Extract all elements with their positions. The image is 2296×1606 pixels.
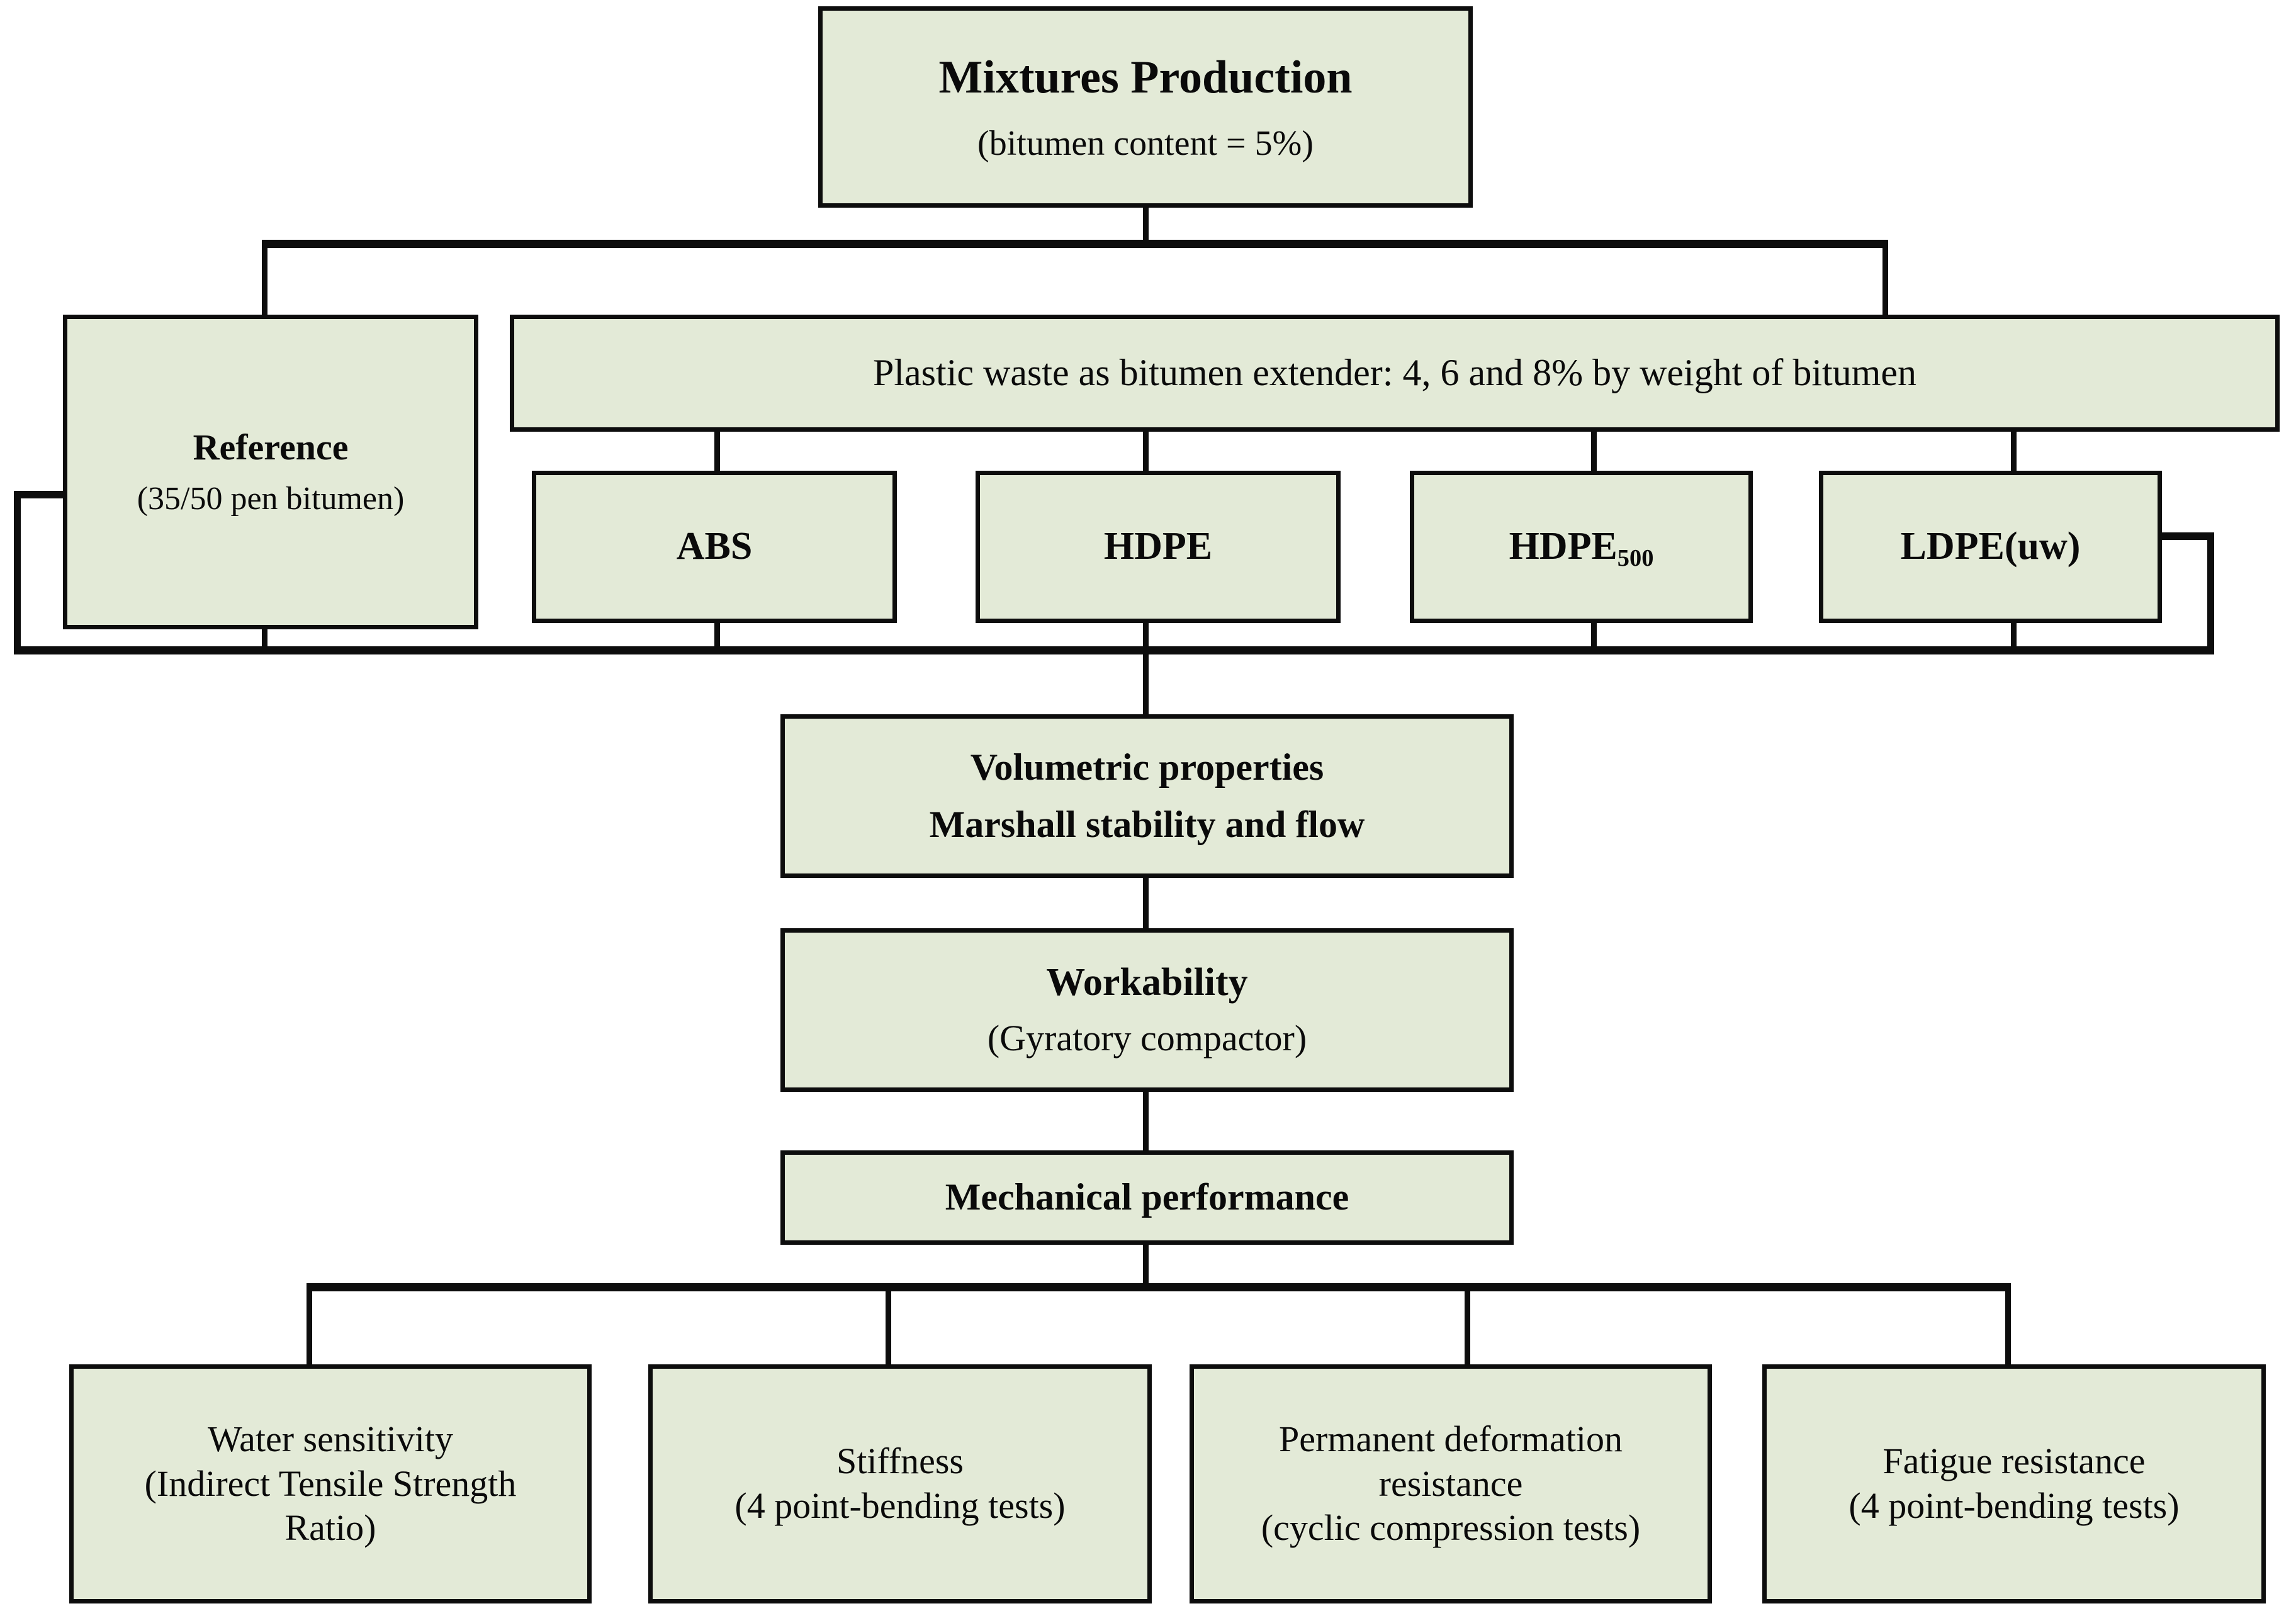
plastic-banner-title: Plastic waste as bitumen extender: 4, 6 …: [873, 352, 1916, 394]
node-test-stiffness[interactable]: Stiffness (4 point-bending tests): [648, 1364, 1152, 1603]
mixtures-production-subtitle: (bitumen content = 5%): [977, 123, 1314, 163]
connector-mechanical-drop: [1143, 1243, 1149, 1287]
node-test-permanent-deformation[interactable]: Permanent deformation resistance (cyclic…: [1190, 1364, 1712, 1603]
connector-collection-bus: [14, 646, 2214, 654]
node-polymer-abs[interactable]: ABS: [532, 471, 897, 623]
water-sensitivity-line-3: Ratio): [284, 1507, 376, 1549]
node-mechanical-performance[interactable]: Mechanical performance: [780, 1150, 1514, 1245]
connector-banner-to-hdpe: [1143, 428, 1149, 472]
fatigue-line-1: Fatigue resistance: [1882, 1440, 2146, 1482]
connector-banner-to-abs: [714, 428, 720, 472]
fatigue-line-2: (4 point-bending tests): [1849, 1485, 2180, 1526]
workability-subtitle: (Gyratory compactor): [987, 1018, 1307, 1059]
connector-hdpe500-stub: [1591, 620, 1597, 653]
reference-subtitle: (35/50 pen bitumen): [137, 480, 405, 517]
stiffness-line-1: Stiffness: [836, 1440, 964, 1482]
node-test-water-sensitivity[interactable]: Water sensitivity (Indirect Tensile Stre…: [69, 1364, 592, 1603]
connector-workability-to-mechanical: [1143, 1090, 1149, 1153]
workability-title: Workability: [1046, 960, 1248, 1004]
polymer-abs-label: ABS: [676, 525, 753, 568]
node-polymer-ldpe-uw[interactable]: LDPE(uw): [1819, 471, 2162, 623]
connector-ldpe-stub: [2011, 620, 2017, 653]
node-test-fatigue-resistance[interactable]: Fatigue resistance (4 point-bending test…: [1762, 1364, 2266, 1603]
connector-fork-to-fatigue: [2005, 1283, 2011, 1366]
connector-fork-to-permanent-deformation: [1465, 1283, 1470, 1366]
connector-production-drop: [1143, 208, 1149, 244]
connector-reference-left-exit: [14, 491, 69, 498]
connector-fork-to-banner: [1882, 240, 1888, 318]
node-plastic-waste-banner[interactable]: Plastic waste as bitumen extender: 4, 6 …: [510, 315, 2280, 432]
connector-right-wrap-vertical: [2207, 532, 2214, 653]
permanent-deformation-line-3: (cyclic compression tests): [1261, 1507, 1641, 1549]
connector-fork-to-stiffness: [886, 1283, 891, 1366]
volumetric-line-1: Volumetric properties: [970, 746, 1324, 788]
node-reference[interactable]: Reference (35/50 pen bitumen): [63, 315, 478, 629]
connector-reference-stub: [262, 626, 267, 653]
connector-volumetric-to-workability: [1143, 876, 1149, 933]
node-polymer-hdpe500[interactable]: HDPE500: [1410, 471, 1753, 623]
reference-title: Reference: [193, 426, 349, 468]
connector-abs-stub: [714, 620, 720, 653]
connector-banner-to-ldpe: [2011, 428, 2017, 472]
permanent-deformation-line-2: resistance: [1378, 1463, 1523, 1504]
mechanical-title: Mechanical performance: [945, 1176, 1349, 1218]
connector-banner-to-hdpe500: [1591, 428, 1597, 472]
node-workability[interactable]: Workability (Gyratory compactor): [780, 928, 1514, 1092]
connector-top-fork-bar: [262, 240, 1888, 248]
water-sensitivity-line-1: Water sensitivity: [208, 1418, 453, 1459]
connector-fork-to-water-sensitivity: [307, 1283, 312, 1366]
connector-left-wrap-vertical: [14, 491, 21, 653]
connector-bus-to-volumetric: [1143, 646, 1149, 717]
connector-hdpe-stub: [1143, 620, 1149, 653]
polymer-hdpe500-subscript: 500: [1617, 544, 1654, 571]
node-volumetric-properties[interactable]: Volumetric properties Marshall stability…: [780, 714, 1514, 878]
polymer-ldpe-uw-label: LDPE(uw): [1900, 525, 2081, 568]
water-sensitivity-line-2: (Indirect Tensile Strength: [144, 1463, 517, 1504]
stiffness-line-2: (4 point-bending tests): [734, 1485, 1066, 1526]
volumetric-line-2: Marshall stability and flow: [929, 804, 1365, 845]
connector-bottom-fork-bar: [307, 1283, 2010, 1291]
connector-fork-to-reference: [262, 240, 267, 318]
polymer-hdpe500-label: HDPE500: [1509, 525, 1654, 571]
mixtures-production-title: Mixtures Production: [938, 51, 1353, 103]
node-mixtures-production[interactable]: Mixtures Production (bitumen content = 5…: [818, 6, 1473, 208]
permanent-deformation-line-1: Permanent deformation: [1279, 1418, 1623, 1459]
polymer-hdpe-label: HDPE: [1103, 525, 1213, 568]
node-polymer-hdpe[interactable]: HDPE: [976, 471, 1341, 623]
connector-ldpe-right-exit: [2158, 532, 2214, 540]
